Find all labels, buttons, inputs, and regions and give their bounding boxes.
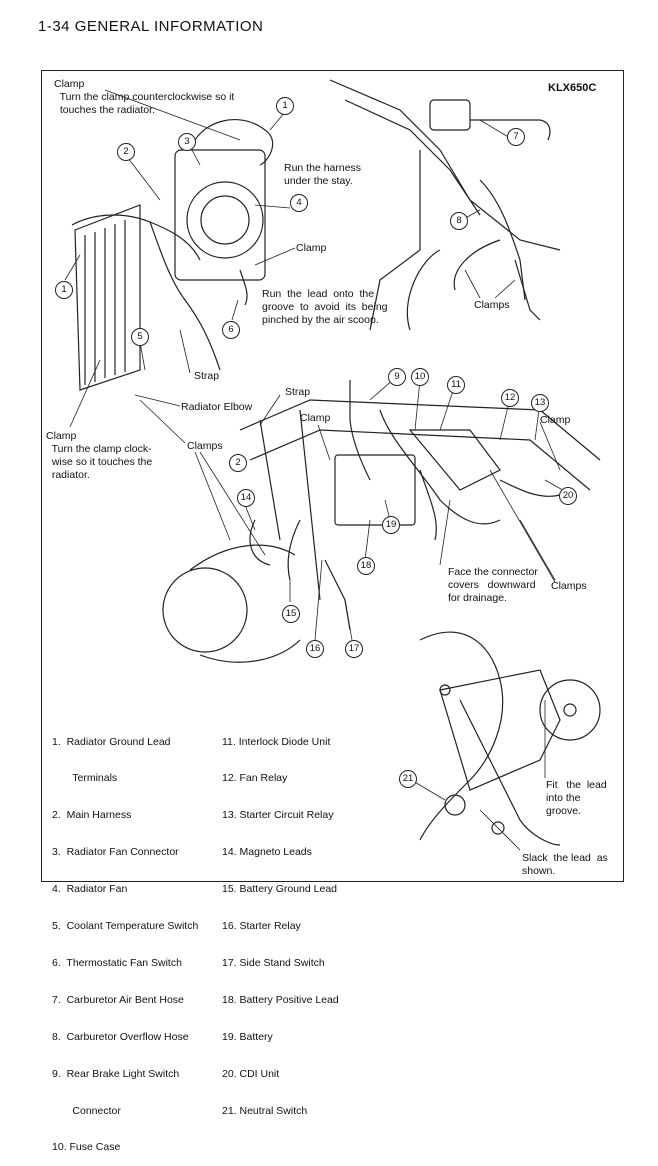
- part-number-13: 13: [531, 394, 549, 412]
- part-number-1b: 1: [55, 281, 73, 299]
- part-number-2b: 2: [229, 454, 247, 472]
- part-number-7: 7: [507, 128, 525, 146]
- legend-item: 4. Radiator Fan: [52, 883, 128, 896]
- callout-clamps-top-right: Clamps: [474, 299, 510, 311]
- part-number-1: 1: [276, 97, 294, 115]
- part-number-9: 9: [388, 368, 406, 386]
- legend-item: 14. Magneto Leads: [222, 846, 312, 859]
- callout-face-connector: Face the connector covers downward for d…: [448, 566, 538, 604]
- legend-item: 19. Battery: [222, 1030, 273, 1043]
- legend-item: 16. Starter Relay: [222, 920, 301, 933]
- callout-run-harness: Run the harness under the stay.: [284, 162, 362, 187]
- part-number-6: 6: [222, 321, 240, 339]
- legend-item: 21. Neutral Switch: [222, 1104, 308, 1117]
- part-number-15: 15: [282, 605, 300, 623]
- part-number-2: 2: [117, 143, 135, 161]
- part-number-8: 8: [450, 212, 468, 230]
- legend-item: 20. CDI Unit: [222, 1067, 280, 1080]
- legend-item: 6. Thermostatic Fan Switch: [52, 956, 182, 969]
- radiator-drawing: [71, 204, 221, 391]
- legend-item: 10. Fuse Case: [52, 1141, 121, 1154]
- legend-left: 1. Radiator Ground Lead Terminals 2. Mai…: [52, 711, 198, 1166]
- legend-item: 9. Rear Brake Light Switch: [52, 1067, 180, 1080]
- legend-item: 12. Fan Relay: [222, 772, 288, 785]
- frame-top-right-drawing: [329, 79, 561, 331]
- part-number-14: 14: [237, 489, 255, 507]
- part-number-10: 10: [411, 368, 429, 386]
- callout-clamps-left: Clamps: [187, 440, 223, 452]
- part-number-16: 16: [306, 640, 324, 658]
- illustration-frame: [41, 70, 624, 882]
- legend-item: 18. Battery Positive Lead: [222, 993, 339, 1006]
- callout-clamp-right: Clamp: [540, 414, 571, 426]
- page-header: 1-34 GENERAL INFORMATION: [38, 18, 264, 35]
- part-number-4: 4: [290, 194, 308, 212]
- model-label: KLX650C: [548, 82, 597, 94]
- legend-item: 2. Main Harness: [52, 809, 132, 822]
- part-number-17: 17: [345, 640, 363, 658]
- part-number-3: 3: [178, 133, 196, 151]
- legend-item: 15. Battery Ground Lead: [222, 883, 337, 896]
- radiator-fan-drawing: [174, 119, 274, 306]
- wiring-illustration: [64, 79, 601, 851]
- legend-item: Connector: [52, 1104, 121, 1117]
- magneto-cover-drawing: [162, 544, 301, 663]
- legend-item: 5. Coolant Temperature Switch: [52, 920, 199, 933]
- callout-clamp-fan: Clamp: [296, 242, 327, 254]
- engine-case-drawing: [419, 631, 601, 846]
- callout-slack-lead: Slack the lead as shown.: [522, 852, 608, 877]
- legend-item: 11. Interlock Diode Unit: [222, 735, 331, 748]
- legend-item: 3. Radiator Fan Connector: [52, 846, 179, 859]
- part-number-5: 5: [131, 328, 149, 346]
- part-number-18: 18: [357, 557, 375, 575]
- leader-lines: [64, 89, 569, 851]
- callout-fit-lead: Fit the lead into the groove.: [546, 779, 607, 817]
- legend-item: 8. Carburetor Overflow Hose: [52, 1030, 189, 1043]
- part-number-11: 11: [447, 376, 465, 394]
- callout-clamp-top: Clamp Turn the clamp counterclockwise so…: [54, 78, 235, 116]
- legend-item: 17. Side Stand Switch: [222, 956, 325, 969]
- legend-item: Terminals: [52, 772, 118, 785]
- part-number-19: 19: [382, 516, 400, 534]
- part-number-12: 12: [501, 389, 519, 407]
- legend-item: 7. Carburetor Air Bent Hose: [52, 993, 184, 1006]
- callout-run-lead: Run the lead onto the groove to avoid it…: [262, 288, 388, 326]
- part-number-20: 20: [559, 487, 577, 505]
- legend-right: 11. Interlock Diode Unit 12. Fan Relay 1…: [222, 711, 339, 1129]
- legend-item: 13. Starter Circuit Relay: [222, 809, 334, 822]
- callout-strap-left: Strap: [194, 370, 220, 382]
- part-number-21: 21: [399, 770, 417, 788]
- battery-area-drawing: [239, 380, 601, 631]
- callout-clamp-mid: Clamp: [300, 412, 331, 424]
- callout-radiator-elbow: Radiator Elbow: [181, 401, 253, 413]
- legend-item: 1. Radiator Ground Lead: [52, 735, 171, 748]
- callout-clamp-bottom: Clamp Turn the clamp clock- wise so it t…: [46, 430, 153, 481]
- callout-strap-mid: Strap: [285, 386, 311, 398]
- callout-clamps-mid-right: Clamps: [551, 580, 587, 592]
